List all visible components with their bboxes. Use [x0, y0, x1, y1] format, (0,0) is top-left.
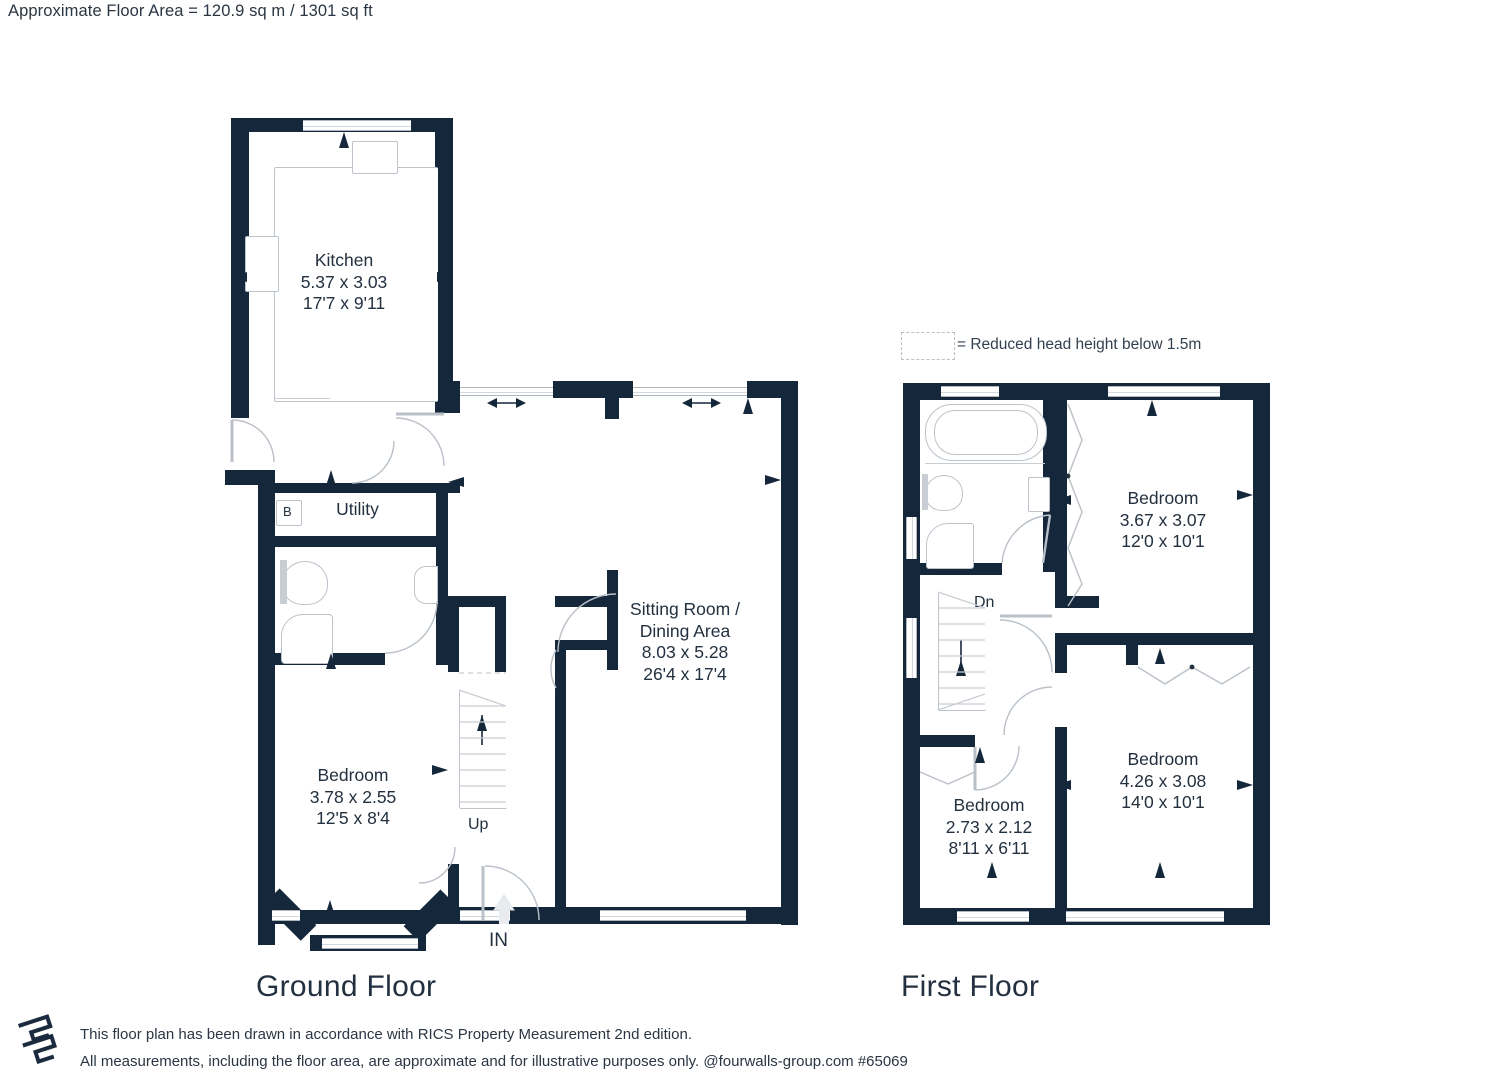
window-kitchen-rear: [303, 120, 411, 131]
boiler-box: [276, 500, 302, 526]
window-bedroom1-rear: [1108, 386, 1220, 397]
shower-tray-icon: [281, 614, 333, 664]
wall-hall-left: [448, 600, 459, 672]
kitchen-label: Kitchen 5.37 x 3.03 17'7 x 9'11: [300, 250, 388, 313]
footer-line-1: This floor plan has been drawn in accord…: [80, 1026, 692, 1043]
wall-first-right: [1253, 383, 1270, 925]
window-bedroom2-front: [1066, 911, 1224, 922]
wall-bay-left: [258, 907, 275, 945]
basin-first-icon: [1028, 477, 1050, 512]
wall-utility-right: [436, 483, 448, 543]
wall-utility-top: [275, 483, 440, 493]
window-bedroom3-front: [957, 911, 1029, 922]
wall-hall-top-stub: [448, 483, 460, 493]
cistern-first-icon: [922, 474, 928, 510]
boiler-label: B: [283, 504, 292, 519]
window-bathroom-side: [906, 517, 917, 559]
basin-icon: [414, 566, 438, 604]
utility-room: [275, 485, 440, 540]
stairs-ground: [459, 690, 507, 809]
fourwalls-logo: [17, 1014, 58, 1065]
wall-hall-bottom-left: [448, 866, 459, 924]
bath-inner-icon: [934, 410, 1038, 455]
wall-kitchen-right: [435, 118, 453, 418]
ground-bedroom-label: Bedroom 3.78 x 2.55 12'5 x 8'4: [309, 765, 397, 828]
toilet-icon: [282, 561, 328, 605]
utility-label: Utility: [336, 499, 379, 519]
bifold-door-right[interactable]: [633, 387, 747, 396]
window-hall-front-left: [460, 910, 510, 921]
toilet-first-icon: [925, 475, 963, 511]
wall-ground-rear-left-stub: [453, 381, 460, 413]
stairs-first: [938, 592, 986, 711]
wall-utility-bottom: [275, 536, 448, 547]
sink-icon: [352, 141, 398, 174]
entrance-label: IN: [489, 930, 508, 951]
wall-bedroom2-left-upper: [1055, 633, 1067, 673]
window-bedroom-front-side: [272, 910, 300, 921]
stairs-down-label: Dn: [974, 594, 995, 611]
wall-hall-top: [448, 596, 506, 607]
window-bathroom-rear: [941, 386, 999, 397]
wall-bedroom2-left: [1055, 735, 1067, 908]
reduced-head-height-label: = Reduced head height below 1.5m: [957, 336, 1202, 353]
wall-kitchen-left: [231, 118, 249, 418]
wall-ground-left-return: [225, 470, 275, 485]
approximate-floor-area-note: Approximate Floor Area = 120.9 sq m / 13…: [8, 2, 373, 20]
hob-icon: [245, 236, 279, 292]
wall-showerroom-right: [436, 547, 448, 665]
wall-ground-rear-mid: [553, 381, 633, 398]
cistern-icon: [280, 560, 287, 604]
stairs-up-label: Up: [468, 816, 489, 833]
bedroom3-label: Bedroom 2.73 x 2.12 8'11 x 6'11: [945, 795, 1033, 858]
wall-ground-left: [258, 470, 275, 922]
first-floor-title: First Floor: [901, 970, 1040, 1003]
sitting-room-label: Sitting Room / Dining Area 8.03 x 5.28 2…: [630, 599, 740, 684]
wall-ground-rear-mid-pier: [605, 381, 619, 419]
wall-ground-rear-right: [747, 381, 798, 398]
wall-bedroom1-bottom-stub: [1055, 596, 1099, 608]
wall-sitting-left: [555, 650, 566, 920]
bedroom1-room: [1055, 400, 1253, 620]
window-bay-front: [322, 938, 418, 949]
wall-landing-cupboard: [951, 735, 975, 747]
wall-bedroom2-left-jamb: [1055, 727, 1067, 747]
bedroom2-label: Bedroom 4.26 x 3.08 14'0 x 10'1: [1119, 749, 1207, 812]
wall-bedroom2-top: [1055, 633, 1253, 645]
ground-floor-title: Ground Floor: [256, 970, 437, 1003]
window-sitting-front: [600, 910, 746, 921]
wall-ground-right: [781, 381, 798, 925]
wall-landing-left-stub: [903, 735, 951, 747]
wall-hall-right: [495, 596, 506, 672]
wall-bedroom2-pier: [1126, 633, 1138, 665]
bifold-door-left[interactable]: [460, 387, 553, 396]
kitchen-units-edge: [274, 398, 330, 400]
footer-line-2: All measurements, including the floor ar…: [80, 1053, 908, 1070]
bedroom1-label: Bedroom 3.67 x 3.07 12'0 x 10'1: [1119, 488, 1207, 551]
shower-first-icon: [926, 523, 974, 569]
window-landing-side: [906, 618, 917, 678]
bath-edge: [925, 463, 1045, 465]
reduced-head-height-swatch: [901, 332, 955, 360]
